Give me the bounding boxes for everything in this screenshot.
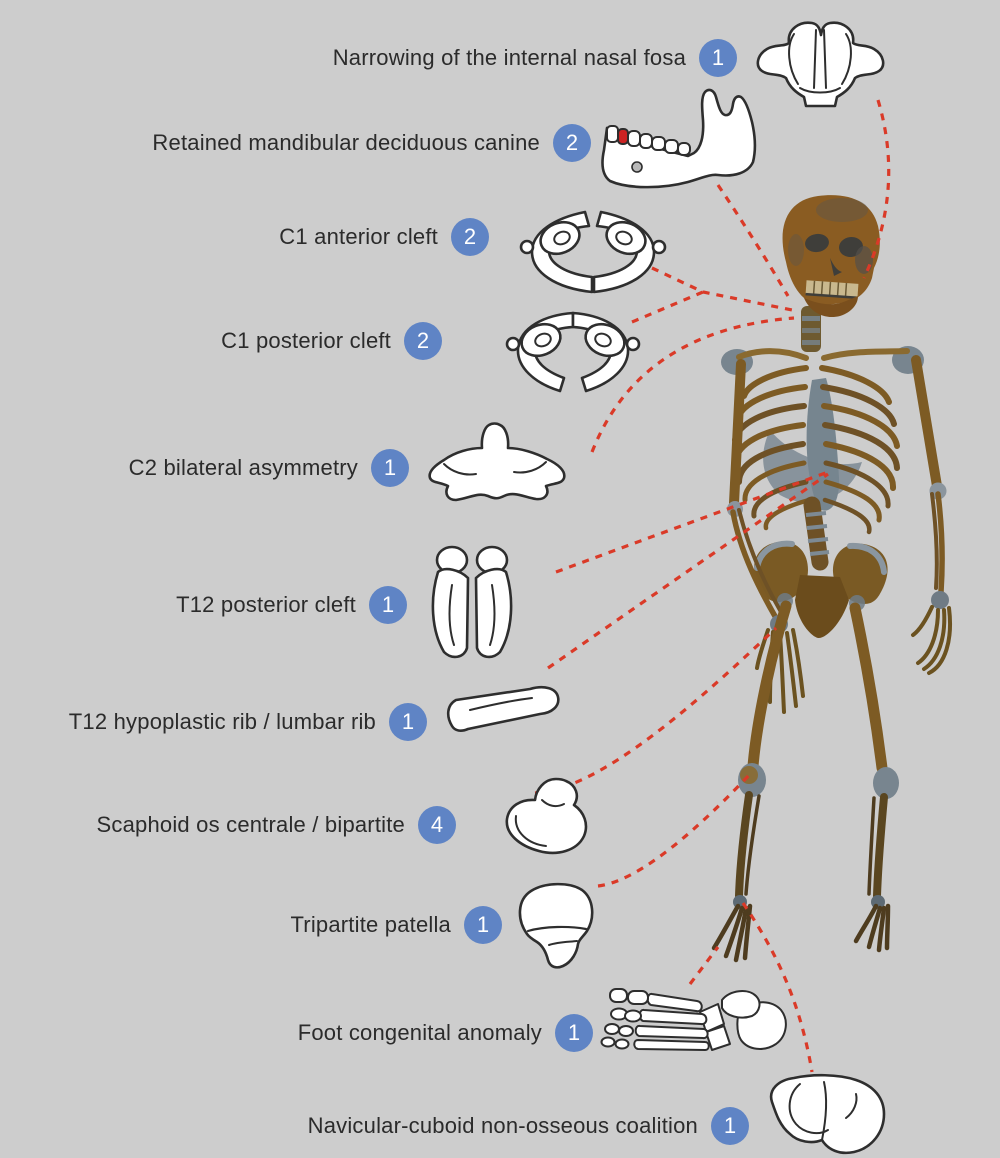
nasal-fossa-bone-icon (756, 21, 885, 108)
anomaly-label: Navicular-cuboid non-osseous coalition (307, 1113, 698, 1138)
leader-line-nasal-fossa (862, 99, 891, 279)
skeleton-skull (782, 195, 880, 318)
leader-line-foot (688, 946, 720, 985)
c1-anterior-cleft-icon (519, 210, 667, 294)
t12-vertebra-icon (431, 545, 513, 659)
leader-line-scaphoid (534, 626, 778, 795)
mandible-icon (601, 88, 757, 189)
anomaly-label: C1 anterior cleft (279, 224, 438, 249)
anomaly-label: Scaphoid os centrale / bipartite (96, 812, 405, 837)
foot-skeleton-icon (600, 988, 787, 1051)
count-badge: 2 (451, 218, 489, 256)
anomaly-label: T12 posterior cleft (176, 592, 356, 617)
anomaly-row-mandible: Retained mandibular deciduous canine 2 (152, 124, 591, 162)
count-badge: 1 (555, 1014, 593, 1052)
leader-line-c2 (590, 316, 795, 453)
skeleton-lumbar-spine (803, 496, 830, 571)
leader-line-c1-anterior (651, 266, 798, 313)
count-badge: 1 (369, 586, 407, 624)
leader-line-mandible (716, 184, 790, 297)
leader-line-patella (597, 770, 754, 888)
anomaly-label: T12 hypoplastic rib / lumbar rib (68, 709, 376, 734)
c2-vertebra-icon (428, 422, 566, 502)
anomaly-row-nasal-fossa: Narrowing of the internal nasal fosa 1 (333, 39, 737, 77)
navicular-cuboid-icon (769, 1073, 886, 1155)
anomaly-label: Tripartite patella (290, 912, 451, 937)
count-badge: 1 (464, 906, 502, 944)
anomaly-label: C2 bilateral asymmetry (128, 455, 358, 480)
count-badge: 1 (711, 1107, 749, 1145)
anomaly-row-c2: C2 bilateral asymmetry 1 (129, 449, 409, 487)
count-badge: 4 (418, 806, 456, 844)
count-badge: 1 (699, 39, 737, 77)
skeleton-image (711, 195, 952, 963)
scaphoid-icon (505, 777, 588, 855)
bone-illustrations (428, 21, 886, 1155)
rib-fragment-icon (446, 685, 560, 732)
patella-icon (518, 882, 594, 969)
count-badge: 1 (371, 449, 409, 487)
leader-line-navicular (741, 902, 814, 1073)
leader-line-t12-posterior (555, 470, 829, 574)
anomaly-row-patella: Tripartite patella 1 (290, 906, 502, 944)
skeleton-right-leg (849, 602, 899, 953)
anomaly-label: Retained mandibular deciduous canine (152, 130, 540, 155)
leader-line-t12-rib (547, 472, 829, 670)
anomaly-row-foot: Foot congenital anomaly 1 (298, 1014, 593, 1052)
count-badge: 2 (404, 322, 442, 360)
skeleton-left-leg (711, 600, 792, 963)
anomaly-row-scaphoid: Scaphoid os centrale / bipartite 4 (97, 806, 456, 844)
anomaly-row-t12-rib: T12 hypoplastic rib / lumbar rib 1 (69, 703, 427, 741)
anomaly-label: Foot congenital anomaly (297, 1020, 542, 1045)
anomaly-row-c1-anterior: C1 anterior cleft 2 (279, 218, 489, 256)
count-badge: 2 (553, 124, 591, 162)
anomaly-row-t12-posterior: T12 posterior cleft 1 (176, 586, 407, 624)
anomaly-row-navicular: Navicular-cuboid non-osseous coalition 1 (308, 1107, 749, 1145)
anomaly-label: C1 posterior cleft (221, 328, 391, 353)
leader-line-c1-posterior (631, 290, 704, 324)
c1-posterior-cleft-icon (505, 311, 641, 393)
skeleton-right-arm (911, 355, 952, 675)
count-badge: 1 (389, 703, 427, 741)
leader-lines (534, 99, 891, 1073)
skeleton-neck (801, 306, 821, 352)
anomaly-label: Narrowing of the internal nasal fosa (332, 45, 686, 70)
anomaly-row-c1-posterior: C1 posterior cleft 2 (221, 322, 442, 360)
